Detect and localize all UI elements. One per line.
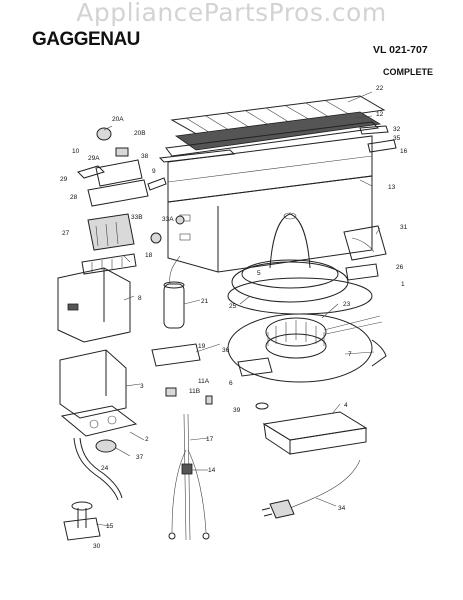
callout-label: 31 xyxy=(400,224,408,231)
callout-label: 39 xyxy=(233,407,241,414)
brand-logo: GAGGENAU xyxy=(32,29,140,50)
callout-label: 33B xyxy=(131,214,143,221)
wiring-harness xyxy=(168,413,210,541)
callout-label: 29A xyxy=(88,155,100,162)
callout-label: 13 xyxy=(388,184,396,191)
callout-label: 10 xyxy=(72,148,80,155)
capacitor xyxy=(163,255,185,329)
callout-label: 16 xyxy=(400,148,408,155)
callout-label: 3 xyxy=(140,383,144,390)
callout-label: 4 xyxy=(344,402,348,409)
watermark: AppliancePartsPros.com xyxy=(76,0,387,27)
blower-inlet xyxy=(227,212,373,315)
assembly-status: COMPLETE xyxy=(383,67,434,77)
drain-hose xyxy=(73,437,123,501)
callout-label: 26 xyxy=(396,264,404,271)
callout-label: 27 xyxy=(62,230,70,237)
power-cord xyxy=(261,459,361,519)
callout-label: 24 xyxy=(101,465,109,472)
callout-label: 30 xyxy=(93,543,101,550)
hood-housing xyxy=(167,135,373,273)
leader-lines xyxy=(95,91,381,527)
callout-label: 28 xyxy=(70,194,78,201)
callout-label: 21 xyxy=(201,298,209,305)
callout-label: 32 xyxy=(393,126,401,133)
mounting-bolt xyxy=(63,501,101,541)
callout-label: 35 xyxy=(393,135,401,142)
callout-label: 6 xyxy=(229,380,233,387)
switch-assembly xyxy=(77,127,167,207)
callout-label: 1 xyxy=(401,281,405,288)
callout-label: 37 xyxy=(136,454,144,461)
callout-label: 17 xyxy=(206,436,214,443)
callout-label: 23 xyxy=(343,301,351,308)
callout-label: 18 xyxy=(145,252,153,259)
callout-label: 36 xyxy=(222,347,230,354)
model-number: VL 021-707 xyxy=(373,44,428,56)
drip-tray xyxy=(262,411,368,455)
callout-label: 11B xyxy=(189,388,201,395)
callout-label: 29 xyxy=(60,176,68,183)
terminal-block xyxy=(87,213,185,251)
connector-strip xyxy=(81,253,137,275)
callout-label: 38 xyxy=(141,153,149,160)
callout-label: 33A xyxy=(162,216,174,223)
blower-motor xyxy=(227,313,387,383)
callout-label: 11A xyxy=(198,378,210,385)
callout-label: 15 xyxy=(106,523,114,530)
callout-label: 34 xyxy=(338,505,346,512)
callout-label: 9 xyxy=(152,168,156,175)
callout-label: 5 xyxy=(257,270,261,277)
callout-label: 12 xyxy=(376,111,384,118)
callout-label: 19 xyxy=(198,343,206,350)
callout-label: 22 xyxy=(376,85,384,92)
callout-label: 20B xyxy=(134,130,146,137)
callout-label: 2 xyxy=(145,436,149,443)
grease-filter-grille xyxy=(165,95,386,157)
relay-bracket xyxy=(151,343,269,410)
callout-label: 8 xyxy=(138,295,142,302)
callout-label: 7 xyxy=(348,351,352,358)
callout-label: 20A xyxy=(112,116,124,123)
trim-strips xyxy=(158,125,397,163)
mounting-bracket xyxy=(59,349,138,437)
callout-label: 25 xyxy=(229,303,237,310)
callout-label: 14 xyxy=(208,467,216,474)
duct-elbow xyxy=(343,225,387,281)
electrical-cover xyxy=(57,267,131,343)
